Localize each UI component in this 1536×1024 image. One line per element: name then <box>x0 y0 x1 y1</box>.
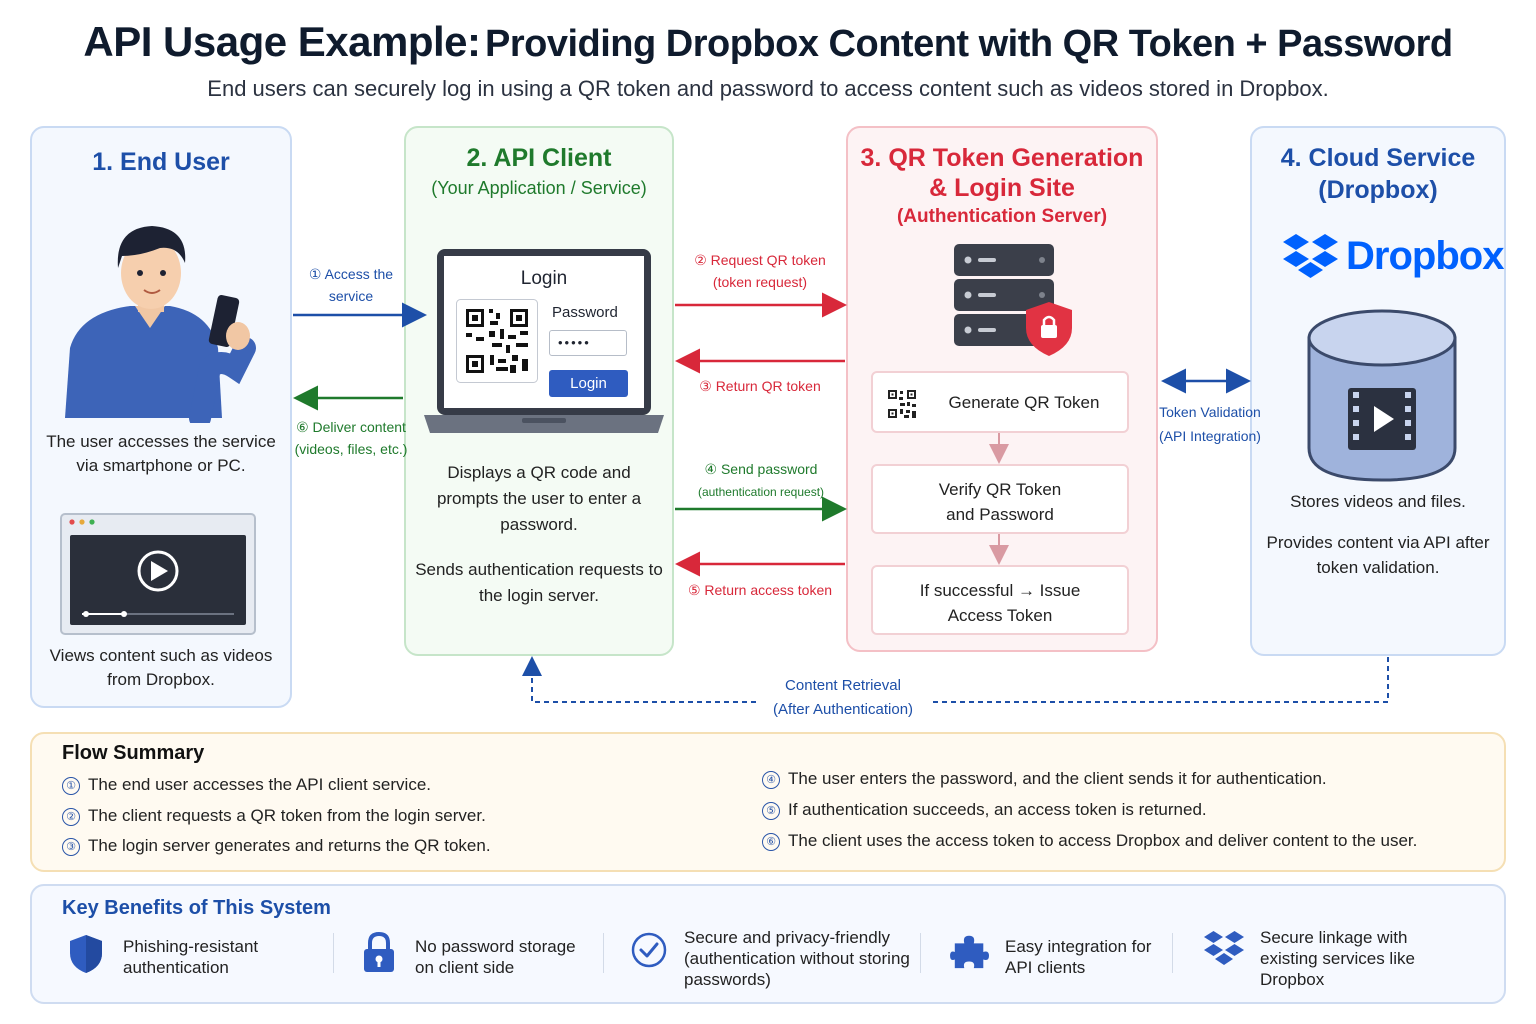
divider <box>333 933 334 973</box>
video-player-icon[interactable] <box>60 513 256 635</box>
issue-token-step: If successful → Issue Access Token <box>871 565 1129 635</box>
benefit-text: Easy integration for API clients <box>1005 937 1152 977</box>
api-client-desc-2: Sends authentication requests to the log… <box>415 560 663 605</box>
login-button[interactable]: Login <box>549 370 628 397</box>
check-circle-icon <box>631 932 667 968</box>
generate-qr-token-step: Generate QR Token <box>871 371 1129 433</box>
label-content-retrieval: Content Retrieval(After Authentication) <box>772 677 914 718</box>
divider <box>920 933 921 973</box>
api-client-title: 2. API Client <box>466 144 612 172</box>
title-main: API Usage Example: <box>83 18 481 65</box>
dropbox-logo-icon <box>1283 234 1338 278</box>
title-rest: Providing Dropbox Content with QR Token … <box>484 23 1453 65</box>
label-return-qr-token: ③ Return QR token <box>699 378 821 394</box>
benefit-text: Phishing-resistant authentication <box>123 937 259 977</box>
cloud-title-2: (Dropbox) <box>1318 176 1438 204</box>
label-send-password: ④ Send password(authentication request) <box>697 461 825 499</box>
lock-icon <box>364 932 394 972</box>
divider <box>1172 933 1173 973</box>
qr-code-icon <box>456 299 538 383</box>
auth-server-title-2: & Login Site <box>929 174 1075 202</box>
label-return-access-token: ⑤ Return access token <box>687 582 833 598</box>
password-label: Password <box>552 304 618 321</box>
end-user-caption: Views content such as videos from Dropbo… <box>49 646 273 689</box>
flow-summary-title: Flow Summary <box>62 742 205 764</box>
qr-code-small-icon <box>888 390 916 418</box>
arrow-content-retrieval <box>532 657 1389 703</box>
dropbox-logo-text: Dropbox <box>1346 234 1504 278</box>
server-lock-icon <box>954 244 1072 356</box>
generate-qr-token-label: Generate QR Token <box>948 393 1100 412</box>
end-user-title: 1. End User <box>92 148 230 176</box>
cloud-desc-1: Stores videos and files. <box>1290 492 1466 511</box>
end-user-desc: The user accesses the service via smartp… <box>46 432 276 475</box>
person-with-phone-icon <box>65 226 256 423</box>
label-request-qr-token: ② Request QR token(token request) <box>694 252 826 290</box>
benefit-text: No password storage on client side <box>415 937 576 977</box>
auth-server-title-1: 3. QR Token Generation <box>860 144 1144 172</box>
verify-step: Verify QR Token and Password <box>871 464 1129 534</box>
divider <box>603 933 604 973</box>
benefits-panel <box>30 884 1506 1004</box>
api-client-desc-1: Displays a QR code and prompts the user … <box>436 463 642 534</box>
label-token-validation: Token Validation(API Integration) <box>1159 404 1261 444</box>
benefit-text: Secure and privacy-friendly (authenticat… <box>684 928 910 989</box>
storage-cylinder-icon <box>1307 309 1457 482</box>
label-deliver-content: ⑥ Deliver content(videos, files, etc.) <box>294 419 408 457</box>
api-client-subtitle: (Your Application / Service) <box>431 178 647 198</box>
shield-icon <box>70 935 102 973</box>
benefit-text: Secure linkage with existing services li… <box>1260 928 1415 989</box>
dropbox-icon <box>1204 931 1244 965</box>
page-subtitle: End users can securely log in using a QR… <box>207 76 1329 101</box>
auth-server-subtitle: (Authentication Server) <box>896 206 1108 227</box>
benefits-title: Key Benefits of This System <box>62 897 331 919</box>
page-title: API Usage Example: Providing Dropbox Con… <box>0 18 1536 66</box>
login-title: Login <box>520 268 568 289</box>
puzzle-icon <box>950 935 989 969</box>
password-field[interactable]: ••••• <box>549 330 627 356</box>
cloud-title-1: 4. Cloud Service <box>1280 144 1476 172</box>
cloud-desc-2: Provides content via API after token val… <box>1266 533 1490 577</box>
